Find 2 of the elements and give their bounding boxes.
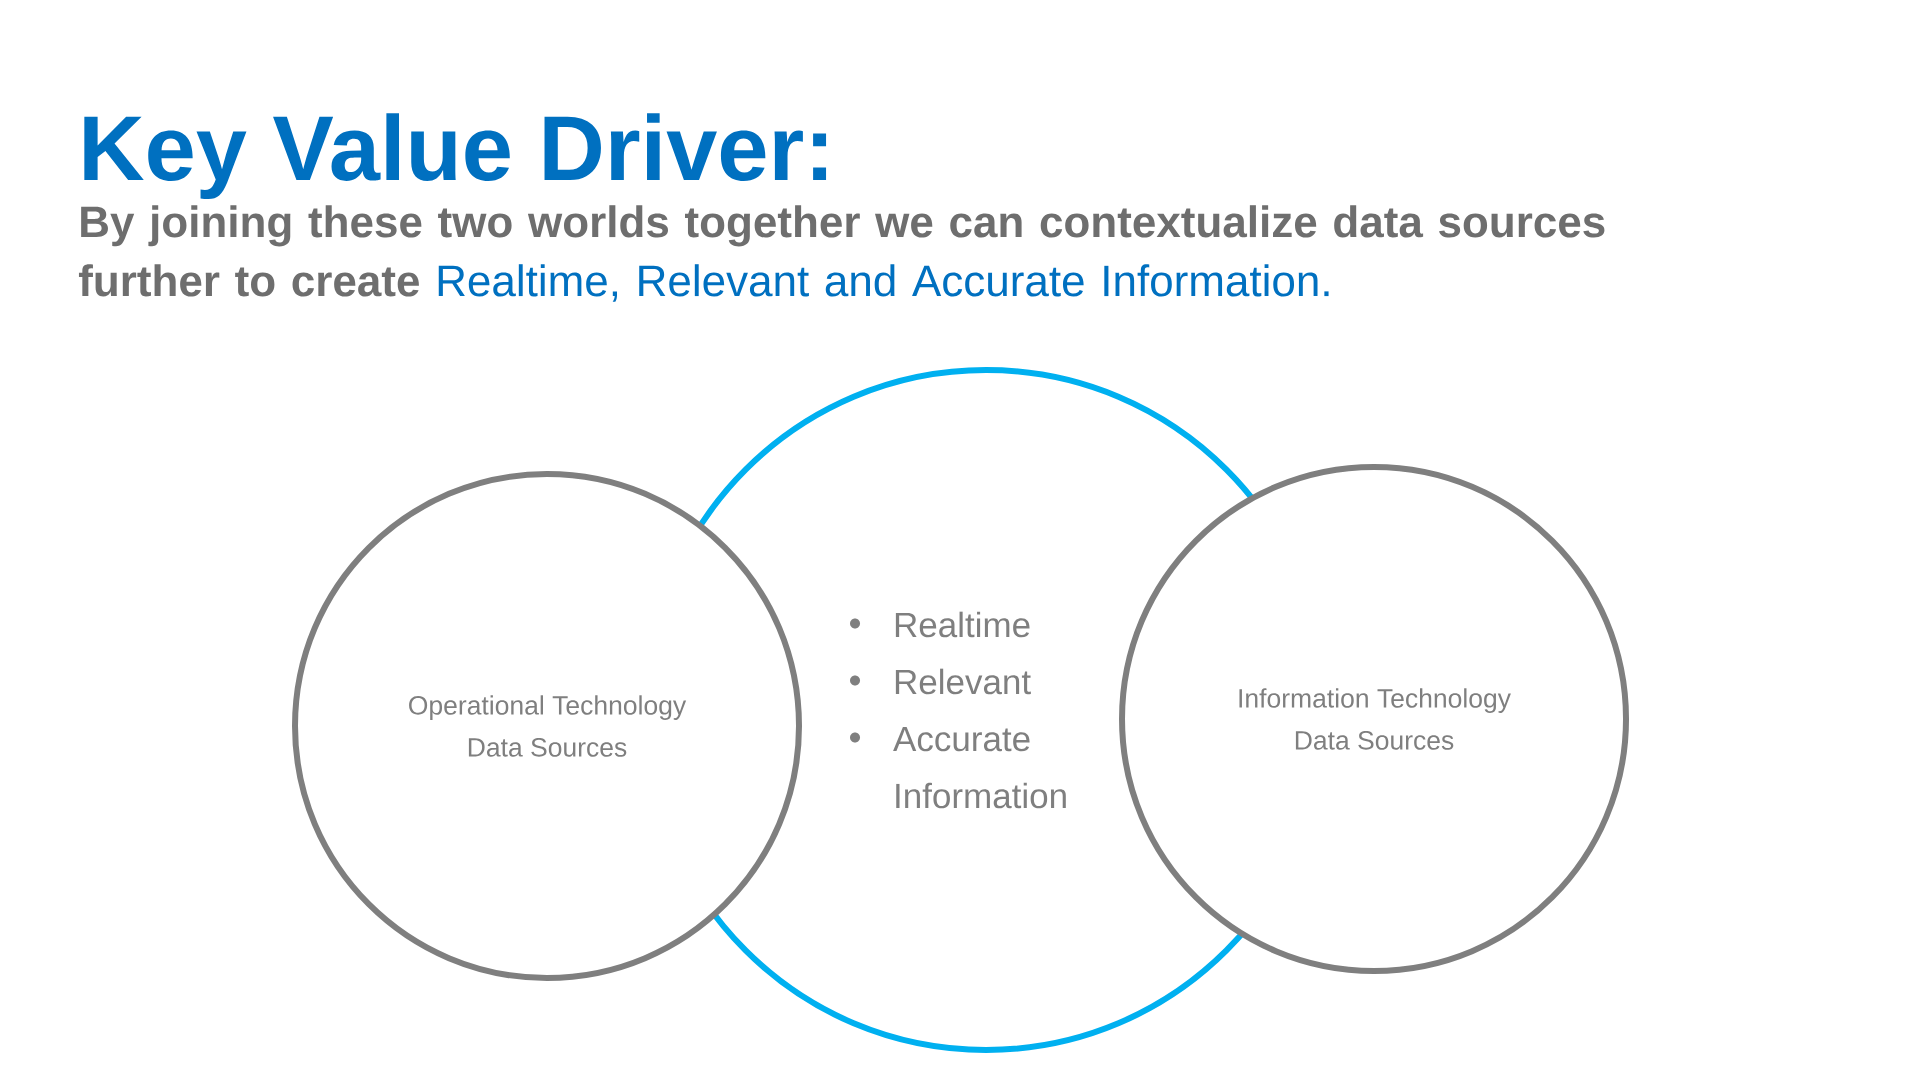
subtitle-text: By joining these two worlds together we can contextualize data sources further to create Realtime, Relevant and Accurate Information. [78,205,1605,302]
title: Key Value Driver: [84,113,827,200]
